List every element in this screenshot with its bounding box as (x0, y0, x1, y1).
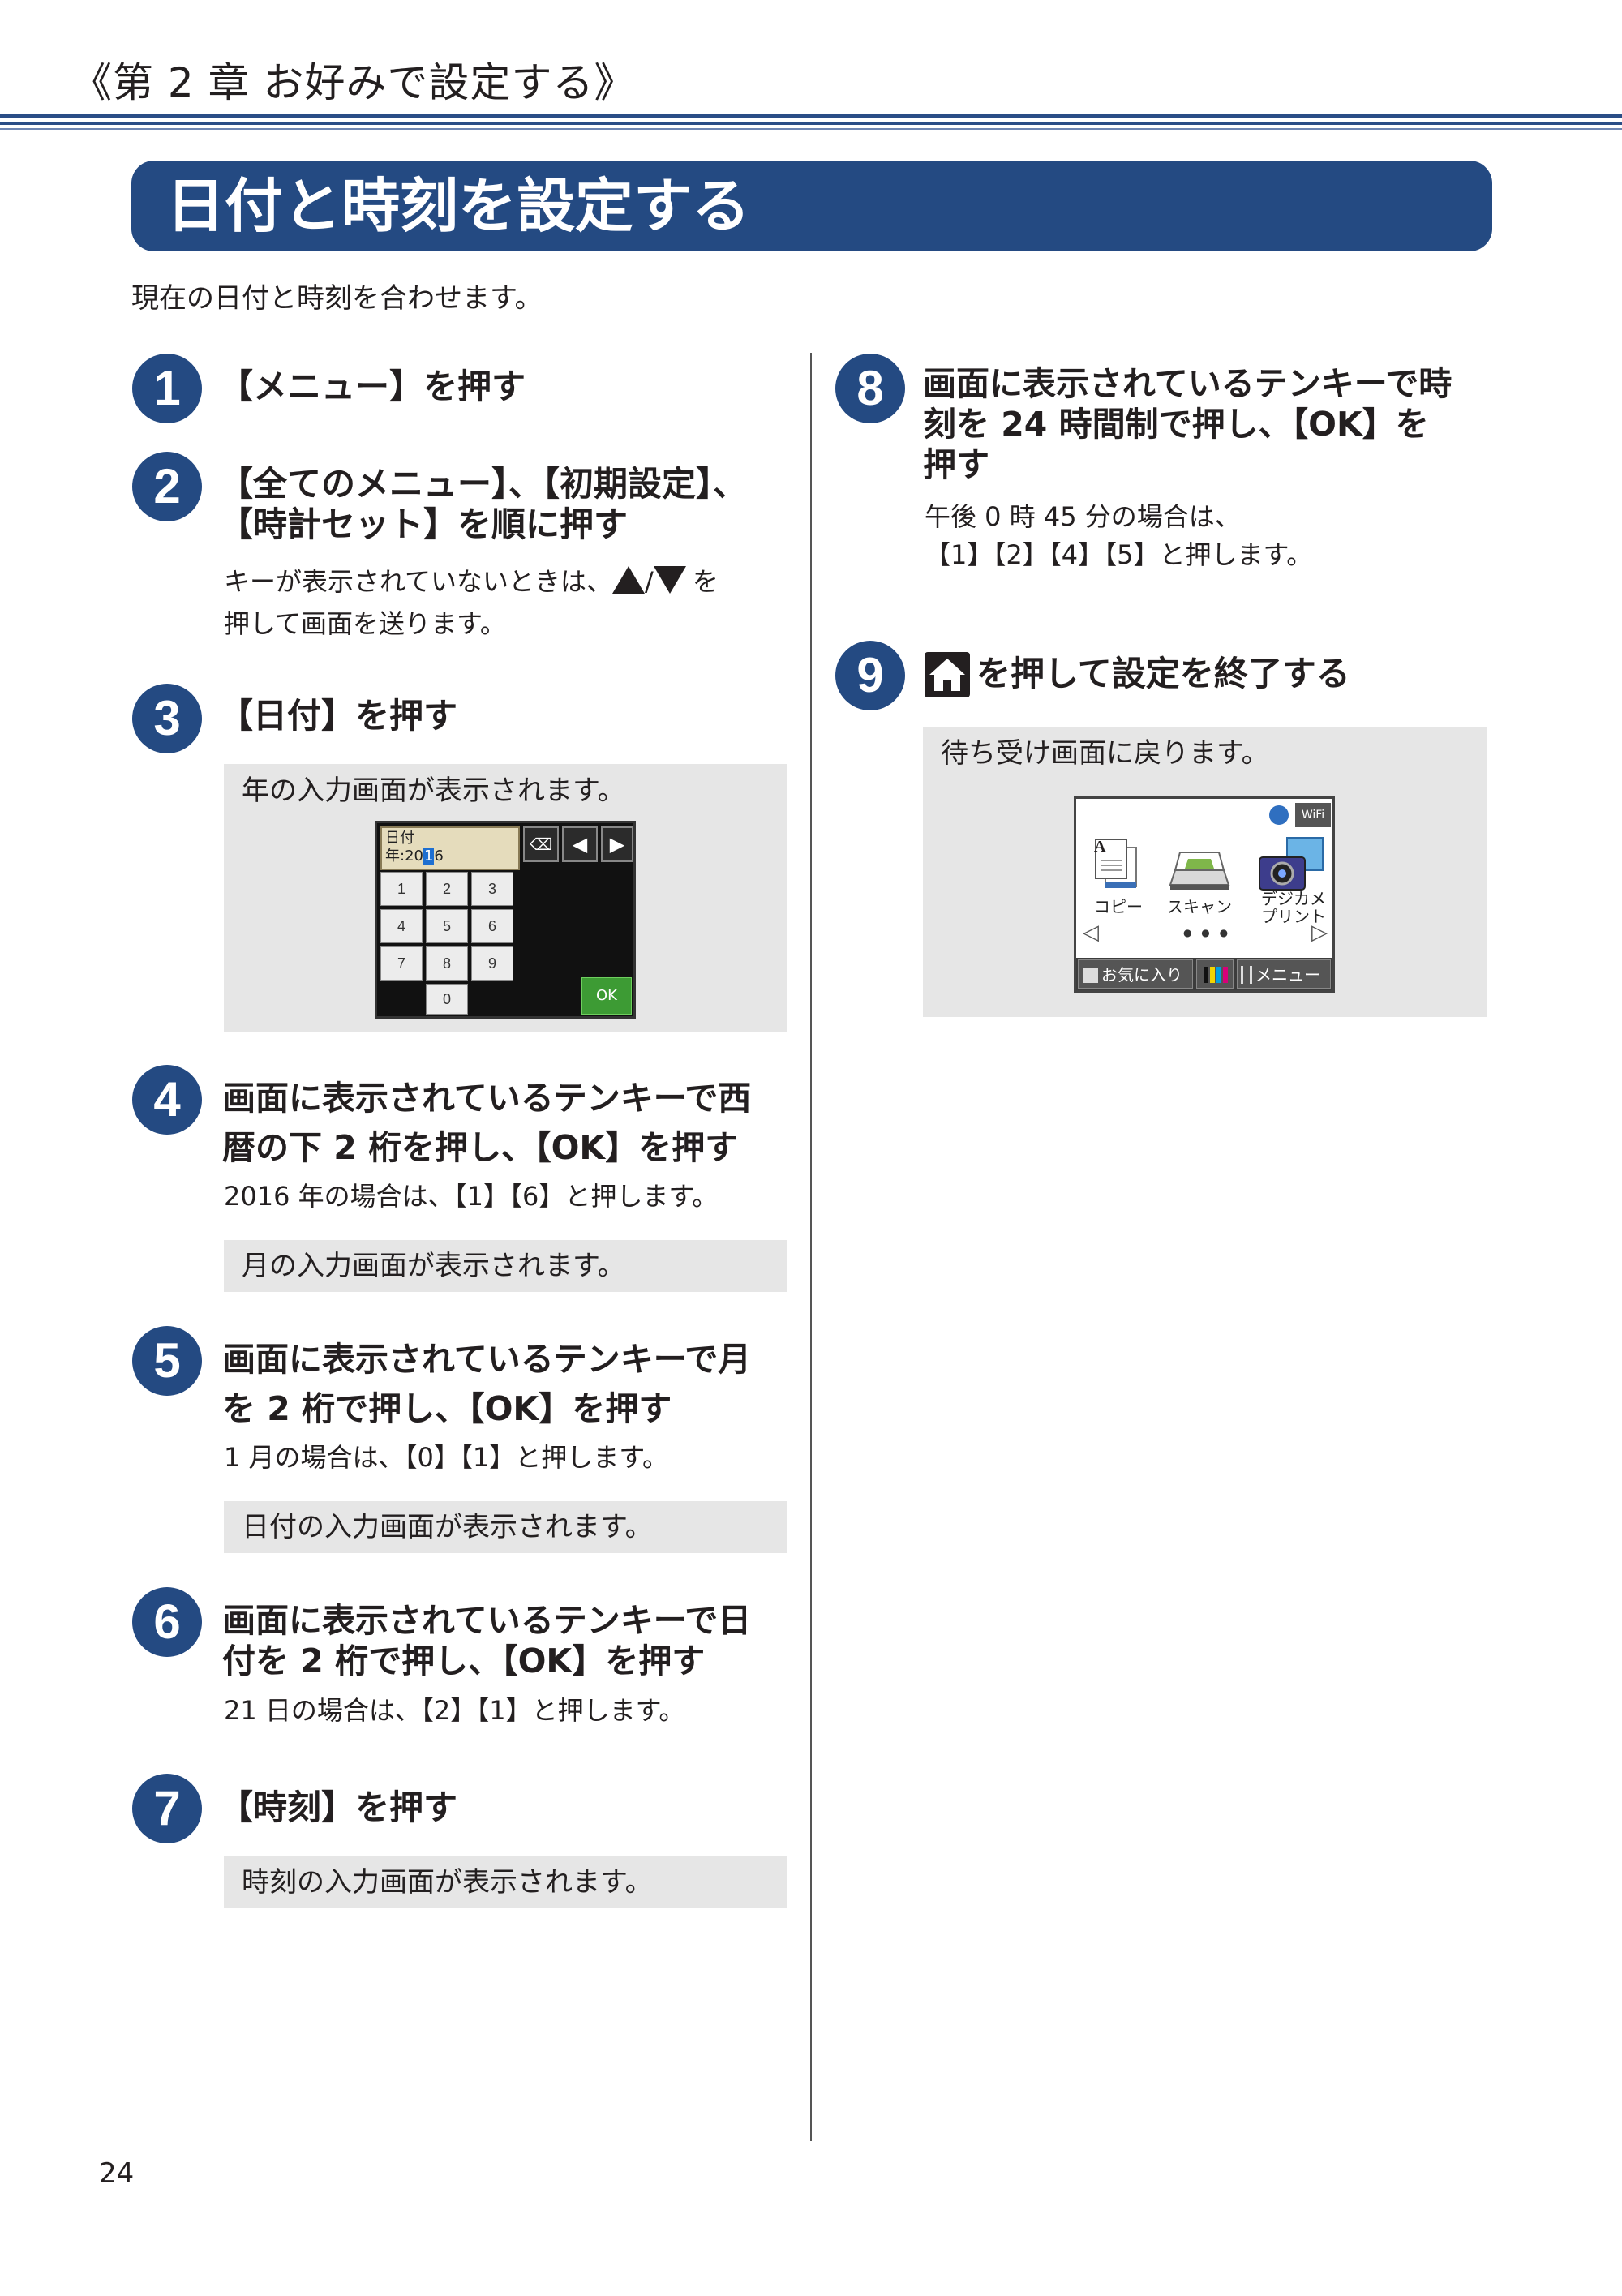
title-bar (131, 161, 1492, 251)
favorites-label: お気に入り (1101, 965, 1182, 985)
step-title: 付を 2 桁で押し、【OK】を押す (222, 1642, 706, 1680)
note-text: 年の入力画面が表示されます。 (242, 775, 625, 807)
step-badge: 8 (835, 354, 905, 423)
desc-text: を (692, 566, 719, 597)
step-description: 2016 年の場合は、【1】【6】と押します。 (224, 1181, 719, 1212)
step-title: 刻を 24 時間制で押し、【OK】を (923, 405, 1429, 444)
prev-arrow[interactable]: ◁ (1083, 921, 1099, 945)
digit-key-1[interactable]: 1 (380, 872, 423, 906)
note-box: 時刻の入力画面が表示されます。 (224, 1856, 787, 1908)
step-description: 21 日の場合は、【2】【1】と押します。 (224, 1695, 685, 1726)
note-text: 待ち受け画面に戻ります。 (941, 737, 1269, 770)
digit-key-8[interactable]: 8 (426, 946, 468, 981)
nav-right-key[interactable]: ▶ (601, 826, 633, 862)
note-box: 日付の入力画面が表示されます。 (224, 1501, 787, 1553)
step-title: 画面に表示されているテンキーで月 (222, 1340, 752, 1379)
step-title: 暦の下 2 桁を押し、【OK】を押す (222, 1128, 739, 1167)
copy-label[interactable]: コピー (1094, 897, 1143, 916)
step-title: 画面に表示されているテンキーで西 (222, 1079, 752, 1118)
value-text: 年:20 (385, 848, 423, 865)
photo-print-label-1[interactable]: デジカメ (1261, 889, 1326, 908)
step-description: キーが表示されていないときは、 / を (224, 561, 719, 602)
desc-text: / (645, 566, 654, 597)
digit-key-5[interactable]: 5 (426, 909, 468, 943)
doc-letter: A (1094, 838, 1106, 856)
date-field-label: 日付 (385, 830, 414, 847)
home-icon (925, 652, 970, 697)
date-field: 日付 年:2016 (380, 826, 520, 870)
step-title: 【メニュー】を押す (219, 367, 526, 406)
step-description: 午後 0 時 45 分の場合は、 (925, 501, 1241, 532)
menu-button[interactable]: メニュー (1237, 959, 1331, 989)
header-rule (0, 128, 1622, 130)
step-title: 押す (923, 445, 989, 484)
note-box: 月の入力画面が表示されます。 (224, 1240, 787, 1292)
keypad-screen: 日付 年:2016 ⌫ ◀ ▶ 1 2 3 4 5 6 7 8 9 0 OK (375, 821, 636, 1019)
home-screen: WiFi A コピー スキャン デジカメ プリント ◁ ▷ ● ● (1074, 796, 1335, 993)
page-number: 24 (99, 2157, 135, 2190)
ink-button[interactable] (1196, 959, 1234, 989)
ink-magenta (1223, 967, 1228, 983)
scan-icon[interactable] (1167, 835, 1232, 895)
digit-key-2[interactable]: 2 (426, 872, 468, 906)
digit-key-3[interactable]: 3 (471, 872, 513, 906)
copy-icon[interactable] (1091, 836, 1141, 893)
cursor: 1 (423, 848, 435, 865)
backspace-key[interactable]: ⌫ (523, 826, 559, 862)
step-description: 押して画面を送ります。 (224, 608, 506, 639)
step-description: 【1】【2】【4】【5】と押します。 (925, 539, 1313, 570)
header-rule (0, 114, 1622, 118)
photo-print-icon[interactable] (1256, 836, 1328, 895)
column-divider (810, 353, 812, 2141)
ink-cyan (1216, 967, 1221, 983)
step-title: を押して設定を終了する (976, 654, 1350, 693)
desc-text: キーが表示されていないときは、 (224, 566, 613, 597)
menu-label: メニュー (1255, 965, 1320, 985)
step-title: 画面に表示されているテンキーで日 (222, 1601, 752, 1640)
digit-key-9[interactable]: 9 (471, 946, 513, 981)
step-badge: 7 (132, 1774, 202, 1843)
page-title: 日付と時刻を設定する (166, 172, 751, 240)
page-dots: ● ● ● (1183, 927, 1232, 938)
step-title: 画面に表示されているテンキーで時 (923, 364, 1453, 403)
favorites-button[interactable]: お気に入り (1078, 959, 1193, 989)
chapter-heading: 《第 2 章 お好みで設定する》 (71, 59, 636, 106)
step-badge: 5 (132, 1326, 202, 1396)
ink-black (1204, 967, 1208, 983)
step-title: 【時計セット】を順に押す (219, 504, 629, 544)
photo-print-label-2[interactable]: プリント (1261, 907, 1326, 926)
nav-left-key[interactable]: ◀ (562, 826, 598, 862)
triangle-up-icon (612, 566, 646, 594)
tools-icon (1241, 966, 1252, 984)
step-badge: 4 (132, 1065, 202, 1135)
digit-key-6[interactable]: 6 (471, 909, 513, 943)
intro-text: 現在の日付と時刻を合わせます。 (131, 282, 543, 315)
digit-key-4[interactable]: 4 (380, 909, 423, 943)
date-field-value: 年:2016 (385, 848, 515, 865)
digit-key-0[interactable]: 0 (426, 984, 468, 1015)
favorites-icon (1083, 968, 1098, 983)
step-badge: 9 (835, 641, 905, 710)
step-title: を 2 桁で押し、【OK】を押す (222, 1389, 672, 1428)
ink-yellow (1210, 967, 1215, 983)
digit-key-7[interactable]: 7 (380, 946, 423, 981)
step-badge: 6 (132, 1587, 202, 1657)
step-title: 【時刻】を押す (219, 1787, 458, 1827)
step-description: 1 月の場合は、【0】【1】と押します。 (224, 1442, 669, 1473)
step-title: 【日付】を押す (219, 696, 458, 736)
wifi-badge: WiFi (1295, 803, 1331, 827)
value-text: 6 (434, 848, 444, 865)
step-badge: 2 (132, 452, 202, 521)
next-arrow[interactable]: ▷ (1311, 921, 1328, 945)
scan-label[interactable]: スキャン (1167, 897, 1232, 916)
header-rule (0, 122, 1622, 125)
step-title: 【全てのメニュー】、【初期設定】、 (219, 464, 748, 504)
step-badge: 3 (132, 684, 202, 753)
step-badge: 1 (132, 354, 202, 423)
triangle-down-icon (653, 566, 686, 594)
wireless-icon (1269, 805, 1289, 825)
ok-key[interactable]: OK (581, 977, 632, 1015)
